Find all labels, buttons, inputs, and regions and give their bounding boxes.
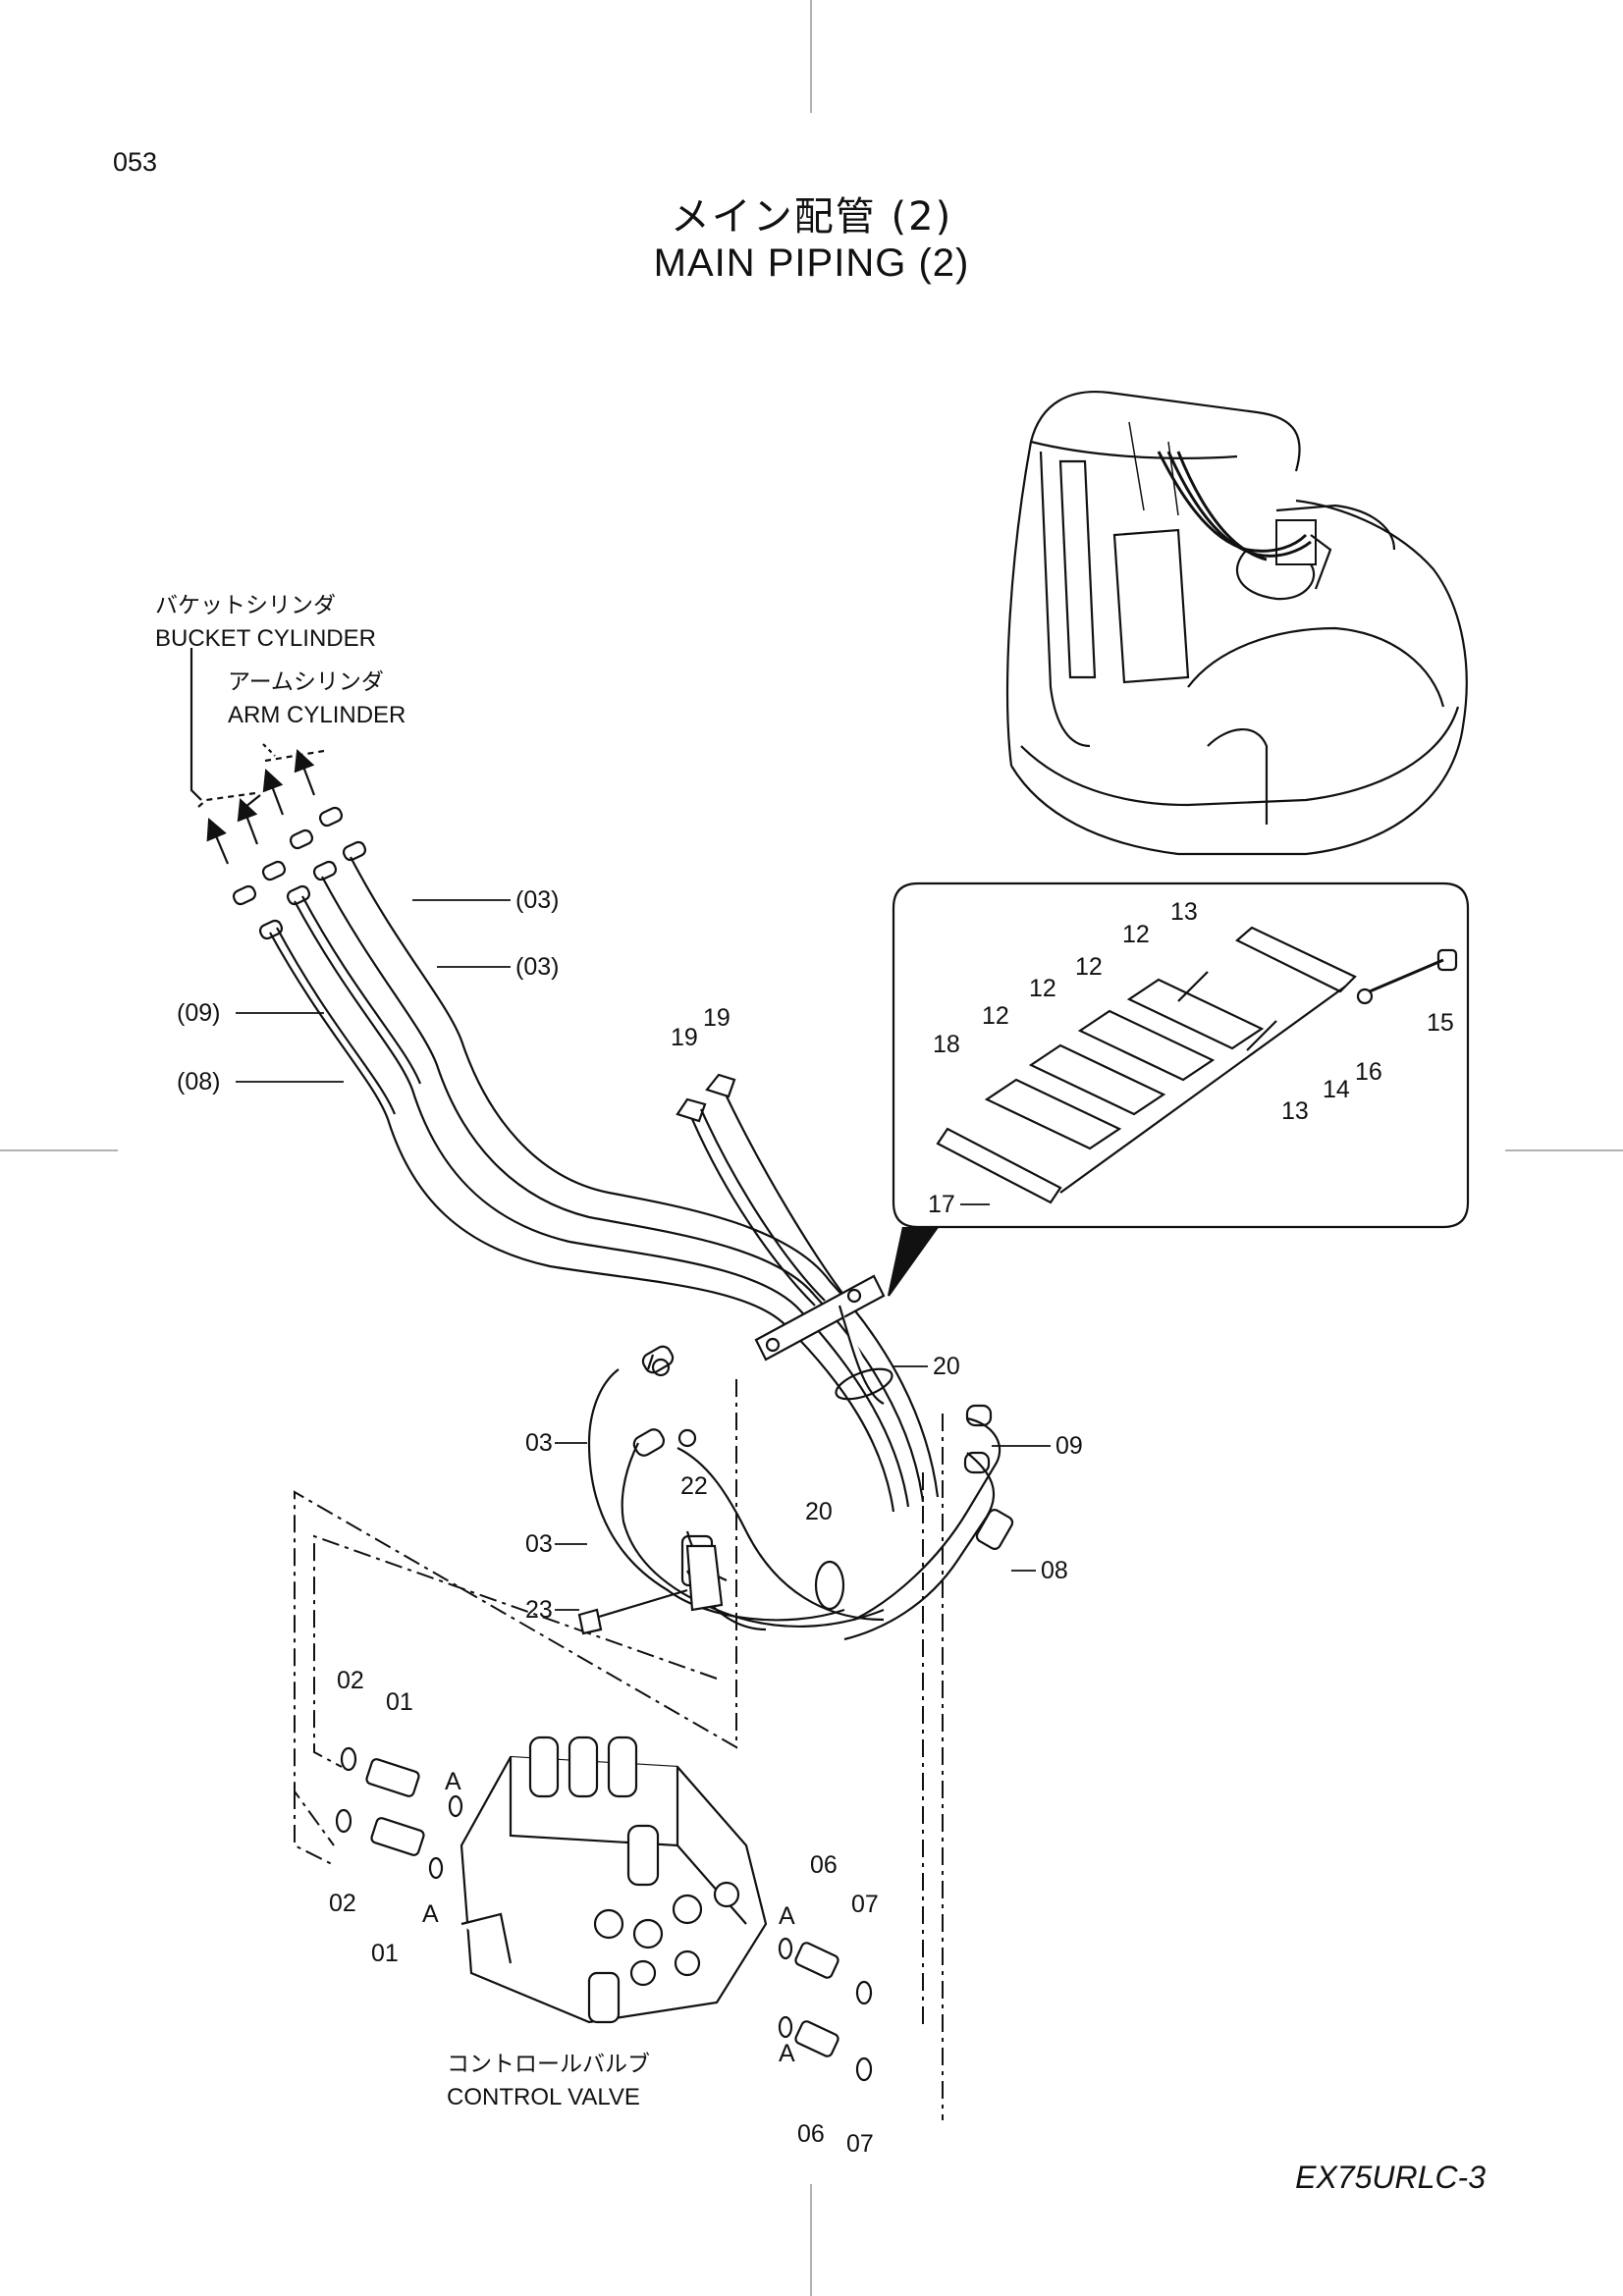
label-a-right-lower: A [779, 2040, 795, 2067]
label-12-d: 12 [982, 1002, 1009, 1030]
clamp-assembly [754, 1274, 886, 1405]
page-title: MAIN PIPING (2) [653, 241, 970, 285]
label-03-upper: (03) [515, 886, 559, 914]
model-number: EX75URLC-3 [1295, 2160, 1486, 2195]
label-a-lower: A [422, 1900, 439, 1928]
label-19-left: 19 [671, 1024, 698, 1051]
label-01-lower: 01 [371, 1940, 399, 1967]
part-number-labels: (03) (03) (09) (08) 19 19 20 20 09 08 03… [177, 886, 1454, 2158]
label-18: 18 [933, 1031, 960, 1058]
page-number: 053 [113, 147, 158, 177]
assembly-leader-lines [294, 1379, 944, 2120]
label-19-right: 19 [703, 1004, 730, 1032]
label-16: 16 [1355, 1058, 1382, 1086]
label-15: 15 [1427, 1009, 1454, 1037]
label-a-right-upper: A [779, 1902, 795, 1930]
fittings [335, 1746, 873, 2082]
label-02-upper: 02 [337, 1667, 364, 1694]
arm-cylinder-label-jp: アームシリンダ [228, 669, 384, 695]
label-12-c: 12 [1029, 975, 1056, 1002]
label-08-right: 08 [1041, 1557, 1068, 1584]
bucket-cylinder-label-jp: バケットシリンダ [155, 593, 336, 618]
cylinder-hose-bundle [232, 806, 940, 1513]
label-22: 22 [680, 1472, 708, 1500]
part-leaders [236, 899, 1051, 1611]
cylinder-direction-arrows [189, 648, 325, 865]
label-07-lower: 07 [846, 2130, 874, 2158]
page-title-japanese: メイン配管 (2) [670, 194, 953, 240]
arm-cylinder-label: ARM CYLINDER [228, 702, 406, 728]
label-20-upper: 20 [933, 1353, 960, 1380]
label-12-b: 12 [1075, 953, 1103, 981]
control-valve-label: CONTROL VALVE [447, 2084, 640, 2110]
label-08: (08) [177, 1068, 220, 1095]
label-13-lower: 13 [1281, 1097, 1309, 1125]
clamp-detail-inset [887, 881, 1470, 1297]
clamp-bands-20 [814, 1367, 893, 1611]
label-01-upper: 01 [386, 1688, 413, 1716]
upper-hoses-19 [676, 1073, 845, 1307]
control-valve-label-jp: コントロールバルブ [447, 2052, 650, 2077]
label-03-b: 03 [525, 1530, 553, 1558]
label-09: (09) [177, 999, 220, 1027]
label-12-a: 12 [1122, 921, 1150, 948]
label-07-upper: 07 [851, 1891, 879, 1918]
label-03-lower: (03) [515, 953, 559, 981]
label-14: 14 [1323, 1076, 1350, 1103]
bucket-cylinder-label: BUCKET CYLINDER [155, 625, 376, 652]
label-a-upper: A [445, 1768, 461, 1795]
label-09-right: 09 [1055, 1432, 1083, 1460]
label-02-lower: 02 [329, 1890, 356, 1917]
bracket-and-bolt [577, 1544, 724, 1635]
label-23: 23 [525, 1596, 553, 1624]
label-06-upper: 06 [810, 1851, 838, 1879]
control-valve-hoses [587, 1345, 1014, 1641]
label-03-a: 03 [525, 1429, 553, 1457]
label-20-lower: 20 [805, 1498, 833, 1525]
control-valve-drawing [460, 1735, 768, 2024]
label-13-upper: 13 [1170, 898, 1198, 926]
label-06-lower: 06 [797, 2120, 825, 2148]
label-17: 17 [928, 1191, 955, 1218]
excavator-overview-drawing [1005, 391, 1468, 856]
